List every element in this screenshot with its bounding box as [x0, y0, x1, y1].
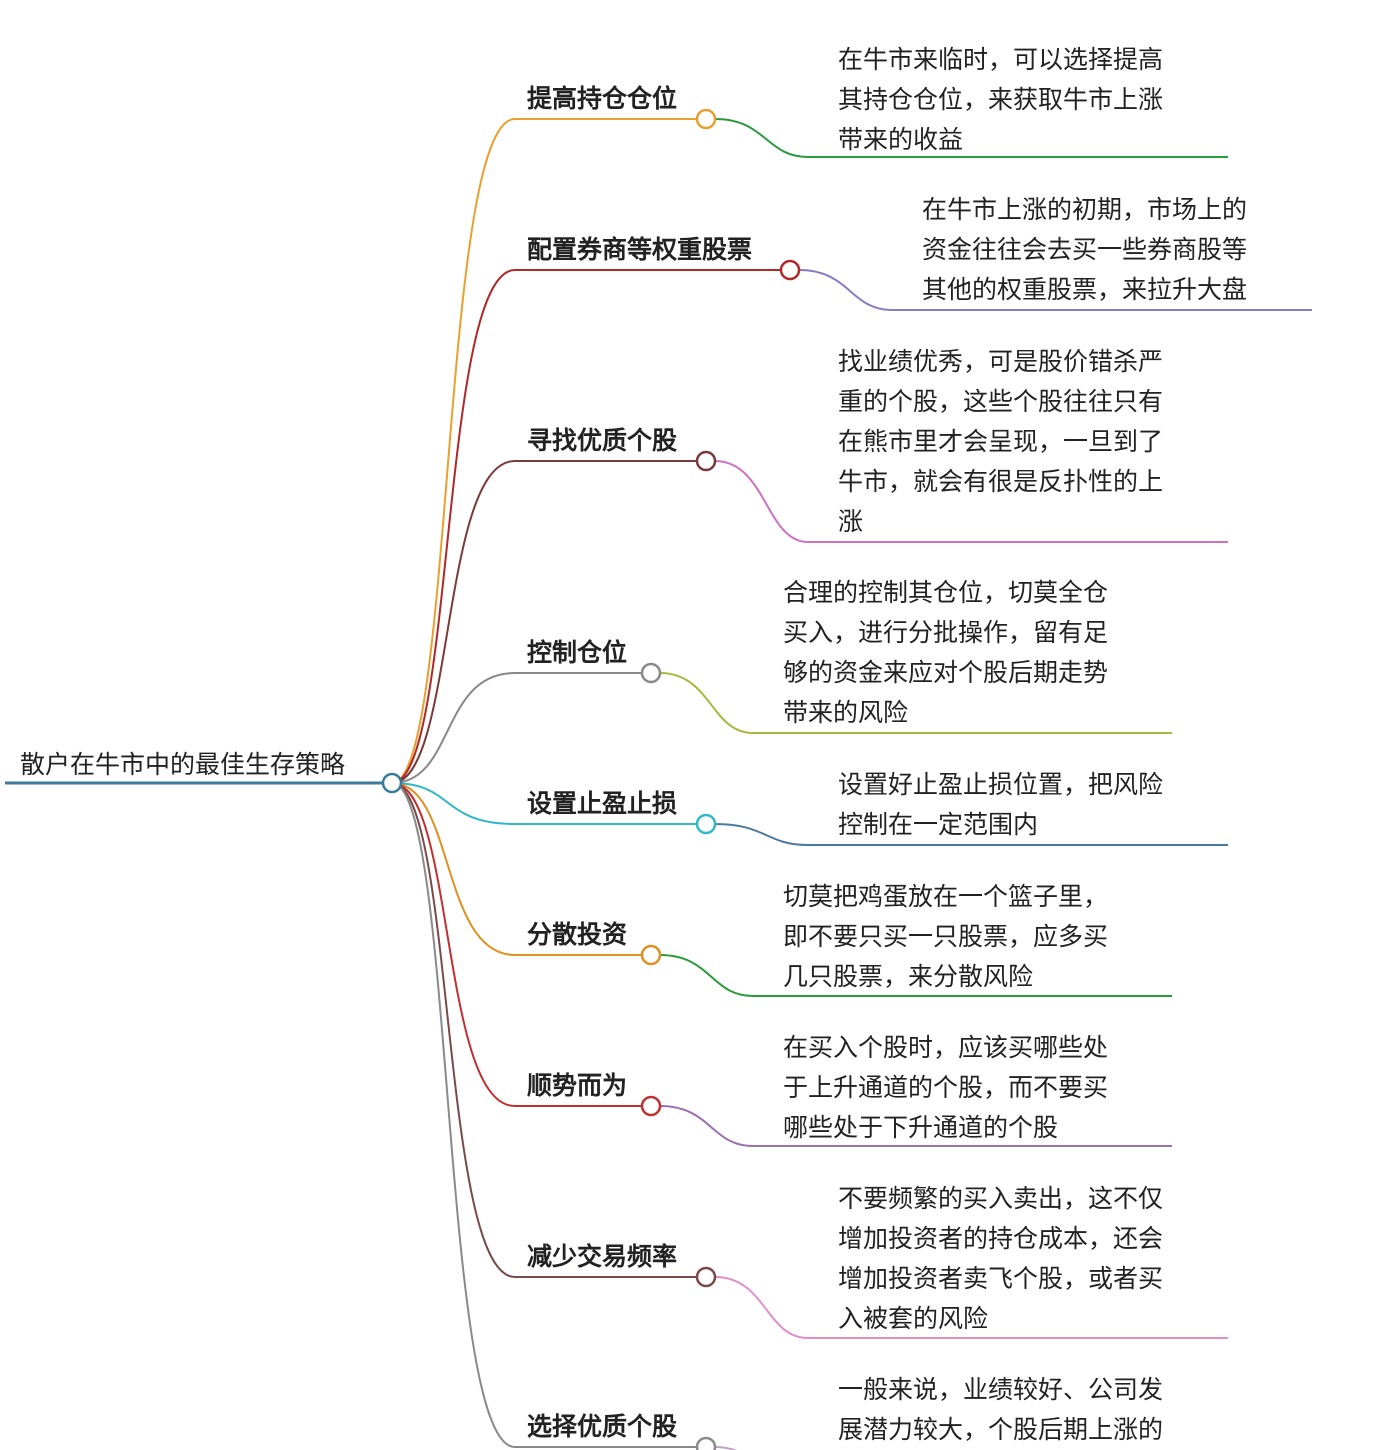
leaf-connector — [714, 118, 1228, 158]
leaf-connector — [798, 269, 1312, 311]
branch-collapse-toggle[interactable] — [695, 1266, 717, 1288]
branch-topic[interactable]: 选择优质个股 — [527, 1412, 678, 1441]
leaf-text-line: 其持仓仓位，来获取牛市上涨 — [838, 85, 1164, 114]
branch-collapse-toggle[interactable] — [695, 1436, 717, 1450]
leaf-connector — [659, 1105, 1172, 1147]
branch-collapse-toggle[interactable] — [640, 1095, 662, 1117]
branch-connector — [391, 460, 697, 784]
branch-connector — [391, 782, 642, 956]
branch-collapse-toggle[interactable] — [640, 944, 662, 966]
leaf-text-line: 其他的权重股票，来拉升大盘 — [922, 275, 1248, 304]
leaf-text-line: 在牛市来临时，可以选择提高 — [838, 45, 1164, 74]
leaf-text-line: 哪些处于下升通道的个股 — [783, 1113, 1059, 1142]
leaf-text-line: 增加投资者卖飞个股，或者买 — [838, 1264, 1164, 1293]
leaf-text-line: 牛市，就会有很是反扑性的上 — [838, 467, 1164, 496]
leaf-text-line: 在买入个股时，应该买哪些处 — [783, 1033, 1109, 1062]
branch-connector — [391, 118, 697, 784]
branch-topic[interactable]: 提高持仓仓位 — [527, 84, 678, 113]
branch-collapse-toggle[interactable] — [695, 450, 717, 472]
leaf-text-line: 一般来说，业绩较好、公司发 — [838, 1375, 1164, 1404]
branch-connector — [391, 782, 642, 1107]
leaf-text-line: 带来的风险 — [783, 698, 909, 727]
branch-topic[interactable]: 配置券商等权重股票 — [527, 235, 753, 264]
leaf-text-line: 合理的控制其仓位，切莫全仓 — [783, 578, 1109, 607]
leaf-text-line: 资金往往会去买一些券商股等 — [922, 235, 1248, 264]
branch-collapse-toggle[interactable] — [640, 662, 662, 684]
leaf-text-line: 够的资金来应对个股后期走势 — [783, 658, 1109, 687]
root-collapse-toggle[interactable] — [381, 772, 403, 794]
leaf-text-line: 切莫把鸡蛋放在一个篮子里， — [783, 882, 1109, 911]
leaf-text-line: 不要频繁的买入卖出，这不仅 — [838, 1184, 1164, 1213]
leaf-text-line: 买入，进行分批操作，留有足 — [783, 618, 1109, 647]
leaf-text-line: 入被套的风险 — [838, 1304, 989, 1333]
branch-topic[interactable]: 顺势而为 — [527, 1071, 628, 1100]
branch-connector — [391, 782, 697, 1448]
leaf-text-line: 找业绩优秀，可是股价错杀严 — [838, 347, 1164, 376]
branch-collapse-toggle[interactable] — [779, 259, 801, 281]
leaf-connector — [714, 823, 1228, 846]
leaf-connector — [714, 460, 1228, 543]
leaf-text-line: 涨 — [838, 507, 864, 536]
leaf-connector — [659, 954, 1172, 997]
leaf-text-line: 增加投资者的持仓成本，还会 — [838, 1224, 1164, 1253]
branch-topic[interactable]: 设置止盈止损 — [527, 789, 678, 818]
leaf-text-line: 带来的收益 — [838, 125, 964, 154]
root-topic[interactable]: 散户在牛市中的最佳生存策略 — [20, 750, 346, 779]
branch-connector — [391, 782, 697, 1278]
leaf-text-line: 重的个股，这些个股往往只有 — [838, 387, 1164, 416]
branch-connector — [391, 269, 781, 784]
branch-topic[interactable]: 分散投资 — [527, 920, 628, 949]
leaf-text-line: 几只股票，来分散风险 — [783, 962, 1034, 991]
branch-collapse-toggle[interactable] — [695, 813, 717, 835]
leaf-text-line: 在熊市里才会呈现，一旦到了 — [838, 427, 1164, 456]
leaf-text-line: 设置好止盈止损位置，把风险 — [838, 770, 1164, 799]
leaf-text-line: 即不要只买一只股票，应多买 — [783, 922, 1109, 951]
branch-connector — [391, 672, 642, 784]
leaf-text-line: 在牛市上涨的初期，市场上的 — [922, 195, 1248, 224]
branch-collapse-toggle[interactable] — [695, 108, 717, 130]
branch-topic[interactable]: 寻找优质个股 — [527, 426, 678, 455]
leaf-text-line: 控制在一定范围内 — [838, 810, 1039, 839]
leaf-text-line: 展潜力较大，个股后期上涨的 — [838, 1415, 1164, 1444]
branch-connector — [391, 782, 697, 825]
leaf-connector — [659, 672, 1172, 734]
branch-topic[interactable]: 减少交易频率 — [527, 1242, 678, 1271]
branch-topic[interactable]: 控制仓位 — [527, 638, 628, 667]
leaf-connector — [714, 1276, 1228, 1339]
leaf-text-line: 于上升通道的个股，而不要买 — [783, 1073, 1109, 1102]
